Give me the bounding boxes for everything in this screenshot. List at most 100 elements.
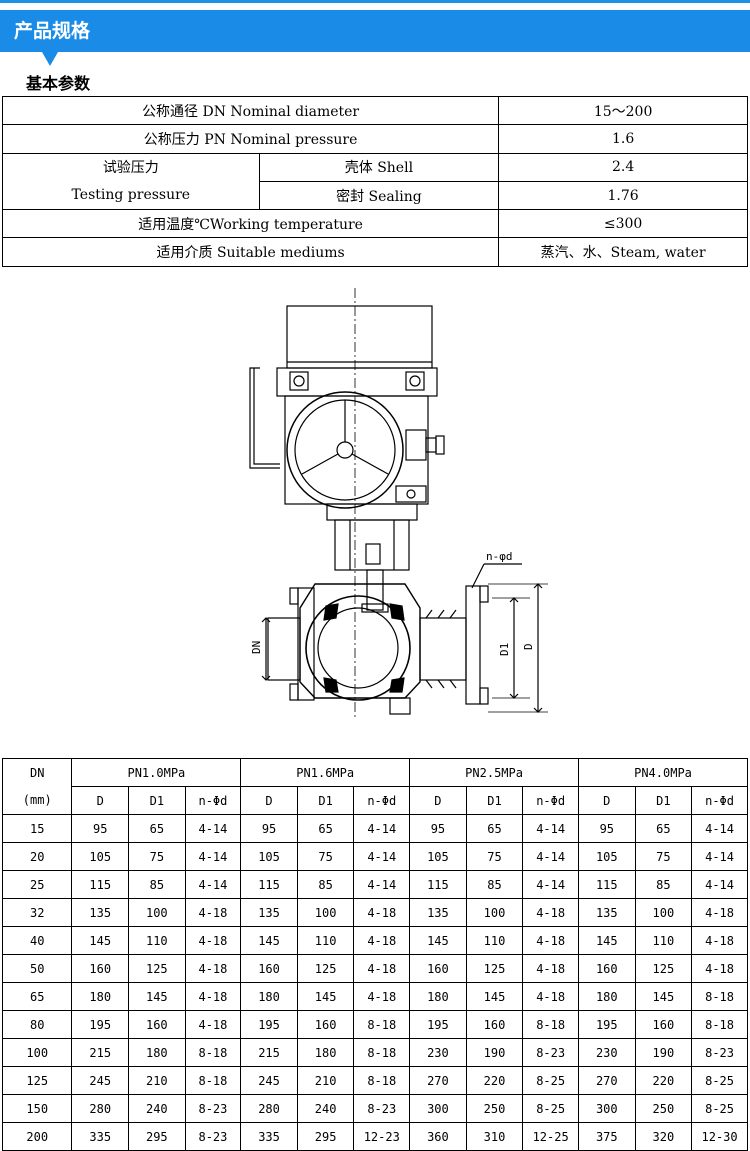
table-cell: 8-25 — [691, 1066, 748, 1095]
table-cell: 95 — [240, 814, 298, 843]
table-cell: 85 — [634, 870, 693, 899]
dn-cell: 80 — [1, 1010, 73, 1039]
table-cell: 85 — [296, 870, 355, 899]
table-cell: 280 — [71, 1094, 130, 1123]
table-cell: 135 — [578, 898, 636, 927]
table-cell: 230 — [409, 1038, 467, 1067]
table-cell: 320 — [634, 1122, 693, 1151]
table-cell: 4-18 — [184, 982, 242, 1011]
table-cell: 4-14 — [184, 870, 242, 899]
table-cell: 360 — [409, 1122, 467, 1151]
table-cell: 95 — [578, 814, 636, 843]
dn-cell: 40 — [1, 926, 73, 955]
testing-pressure-label-en: Testing pressure — [2, 181, 260, 211]
table-cell: 270 — [578, 1066, 636, 1095]
table-cell: 145 — [240, 926, 298, 955]
working-temp-value: ≤300 — [498, 209, 748, 239]
table-cell: 335 — [240, 1122, 298, 1151]
table-cell: 100 — [296, 898, 355, 927]
dn-cell: 25 — [1, 870, 73, 899]
table-cell: 4-18 — [184, 1010, 242, 1039]
table-cell: 65 — [128, 814, 186, 843]
nominal-pressure-label: 公称压力 PN Nominal pressure — [1, 124, 500, 154]
table-cell: 115 — [240, 870, 298, 899]
table-cell: 95 — [71, 814, 130, 843]
table-cell: 180 — [71, 982, 130, 1011]
table-cell: 105 — [578, 842, 636, 871]
table-cell: 300 — [409, 1094, 467, 1123]
table-cell: 65 — [296, 814, 355, 843]
table-cell: 8-18 — [353, 1066, 411, 1095]
table-cell: 280 — [240, 1094, 298, 1123]
table-cell: 160 — [465, 1010, 524, 1039]
table-cell: 375 — [578, 1122, 636, 1151]
table-cell: 8-18 — [691, 1010, 748, 1039]
table-cell: 4-18 — [184, 898, 242, 927]
subheader-d: D — [71, 786, 130, 815]
table-cell: 195 — [240, 1010, 298, 1039]
subheader-d: D — [578, 786, 636, 815]
table-cell: 160 — [578, 954, 636, 983]
table-cell: 145 — [465, 982, 524, 1011]
group-header: PN2.5MPa — [409, 758, 580, 787]
table-cell: 4-18 — [691, 898, 748, 927]
table-cell: 180 — [240, 982, 298, 1011]
table-row: 试验压力 壳体 Shell 2.4 — [2, 152, 748, 182]
table-cell: 245 — [240, 1066, 298, 1095]
table-cell: 8-23 — [353, 1094, 411, 1123]
table-cell: 8-18 — [522, 1010, 580, 1039]
table-cell: 250 — [465, 1094, 524, 1123]
subheader-d1: D1 — [128, 786, 186, 815]
table-cell: 12-23 — [353, 1122, 411, 1151]
dn-unit: (mm) — [1, 786, 73, 815]
table-cell: 75 — [296, 842, 355, 871]
table-cell: 4-18 — [522, 982, 580, 1011]
table-cell: 190 — [634, 1038, 693, 1067]
table-cell: 295 — [128, 1122, 186, 1151]
top-accent-line — [0, 0, 750, 3]
table-cell: 8-25 — [522, 1066, 580, 1095]
table-subheader-row: (mm) D D1 n-Φd D D1 n-Φd D D1 n-Φd D D1 … — [1, 786, 748, 815]
table-cell: 4-18 — [522, 954, 580, 983]
subheader-n-phi-d: n-Φd — [522, 786, 580, 815]
table-cell: 105 — [240, 842, 298, 871]
subheader-d1: D1 — [296, 786, 355, 815]
table-cell: 240 — [296, 1094, 355, 1123]
table-row: 公称通径 DN Nominal diameter 15～200 — [1, 95, 748, 126]
testing-pressure-label-cn: 试验压力 — [2, 152, 260, 182]
table-cell: 4-14 — [691, 842, 748, 871]
table-cell: 75 — [128, 842, 186, 871]
table-cell: 4-18 — [353, 898, 411, 927]
dn-cell: 15 — [1, 814, 73, 843]
table-cell: 8-18 — [353, 1010, 411, 1039]
table-cell: 145 — [578, 926, 636, 955]
dn-cell: 32 — [1, 898, 73, 927]
label-d: D — [522, 643, 535, 650]
subheader-d: D — [240, 786, 298, 815]
table-cell: 8-25 — [691, 1094, 748, 1123]
table-cell: 230 — [578, 1038, 636, 1067]
mediums-label: 适用介质 Suitable mediums — [1, 237, 500, 267]
valve-drawing: n-φd DN D1 D — [249, 288, 548, 720]
table-cell: 4-18 — [353, 926, 411, 955]
table-cell: 8-23 — [691, 1038, 748, 1067]
table-cell: 105 — [409, 842, 467, 871]
table-cell: 160 — [128, 1010, 186, 1039]
table-cell: 145 — [71, 926, 130, 955]
table-cell: 180 — [409, 982, 467, 1011]
table-cell: 4-18 — [353, 982, 411, 1011]
table-cell: 125 — [634, 954, 693, 983]
table-cell: 145 — [296, 982, 355, 1011]
table-cell: 210 — [128, 1066, 186, 1095]
table-cell: 4-18 — [184, 954, 242, 983]
table-cell: 220 — [465, 1066, 524, 1095]
table-cell: 240 — [128, 1094, 186, 1123]
table-cell: 110 — [634, 926, 693, 955]
table-cell: 8-18 — [353, 1038, 411, 1067]
subheader-d1: D1 — [634, 786, 693, 815]
table-cell: 160 — [71, 954, 130, 983]
